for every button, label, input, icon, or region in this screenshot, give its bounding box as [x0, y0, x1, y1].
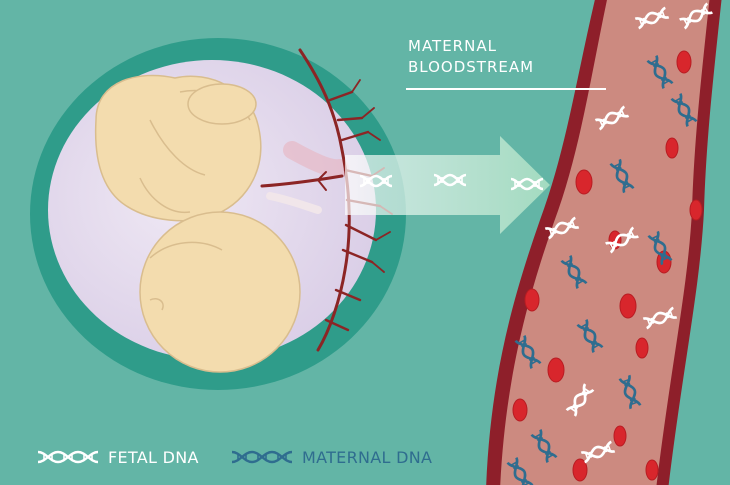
red-blood-cell: [665, 137, 679, 159]
red-blood-cell: [645, 459, 659, 481]
red-blood-cell: [512, 398, 528, 422]
fetal-dna-legend-icon: [37, 450, 99, 464]
callout-line-2: BLOODSTREAM: [408, 58, 535, 76]
red-blood-cell: [524, 288, 540, 312]
red-blood-cell: [613, 425, 627, 447]
red-blood-cell: [635, 337, 649, 359]
fetus: [94, 74, 301, 373]
red-blood-cell: [619, 293, 637, 319]
callout-rule: [406, 88, 606, 90]
red-blood-cell: [676, 50, 692, 74]
red-blood-cell: [575, 169, 593, 195]
umbilical-cord: [266, 192, 322, 214]
red-blood-cell: [572, 458, 588, 482]
legend-maternal-label: MATERNAL DNA: [302, 447, 433, 467]
legend-maternal-dna: MATERNAL DNA: [230, 444, 432, 470]
callout-line-1: MATERNAL: [408, 37, 497, 55]
red-blood-cells: [512, 50, 703, 482]
red-blood-cell: [689, 199, 703, 221]
legend-fetal-dna: FETAL DNA: [36, 444, 199, 470]
maternal-dna-legend-icon: [231, 450, 293, 464]
red-blood-cell: [547, 357, 565, 383]
maternal-bloodstream-label: MATERNAL BLOODSTREAM: [408, 36, 534, 78]
legend-fetal-label: FETAL DNA: [108, 447, 199, 467]
